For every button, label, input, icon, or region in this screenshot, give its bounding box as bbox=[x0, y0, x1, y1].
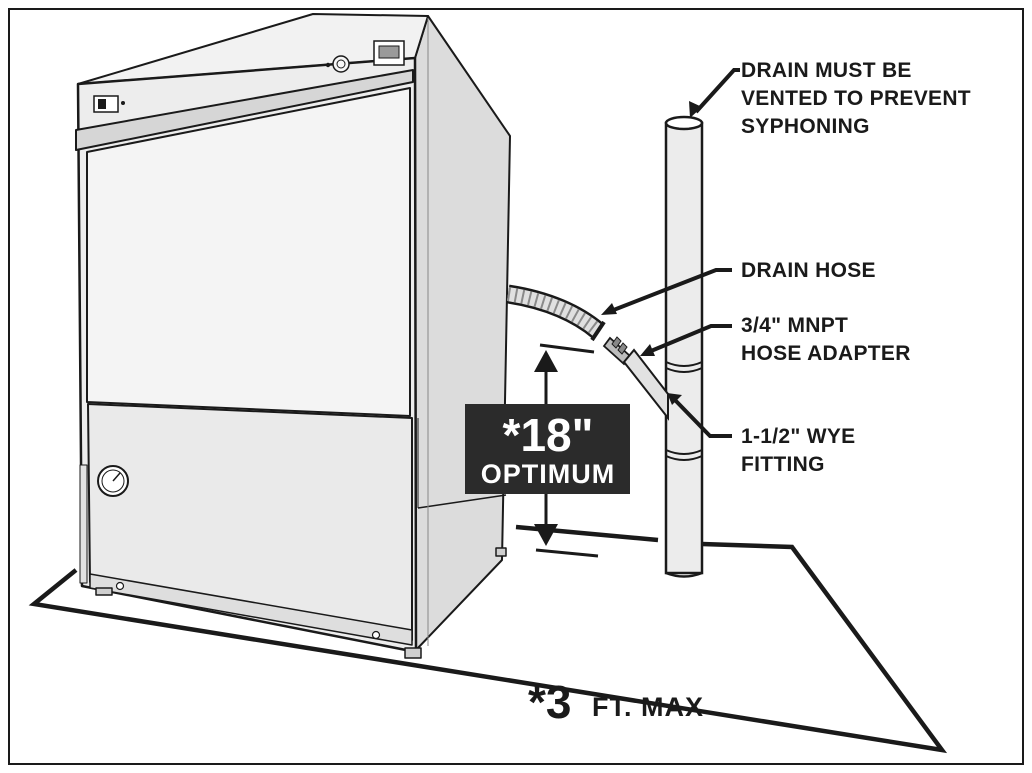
height-value: *18" bbox=[503, 409, 594, 461]
distance-unit: FT. MAX bbox=[592, 692, 704, 722]
temperature-gauge-icon bbox=[97, 465, 129, 497]
wye-label-line1: 1-1/2" WYE bbox=[741, 425, 856, 448]
callout-leaders bbox=[610, 68, 740, 438]
vent-label-line1: DRAIN MUST BE bbox=[741, 59, 912, 82]
power-switch-icon bbox=[93, 95, 125, 113]
dishwasher bbox=[75, 13, 511, 659]
start-button-icon bbox=[325, 55, 350, 73]
height-note: OPTIMUM bbox=[481, 459, 616, 489]
height-label-box bbox=[465, 404, 630, 494]
drain-hose bbox=[506, 284, 606, 342]
distance-value: *3 bbox=[528, 676, 571, 728]
wye-label-line2: FITTING bbox=[741, 453, 825, 476]
display-panel-icon bbox=[373, 40, 405, 66]
screw-icon bbox=[371, 630, 381, 640]
screw-icon bbox=[115, 581, 125, 591]
drain-hose-label: DRAIN HOSE bbox=[741, 259, 876, 282]
hose-adapter bbox=[602, 336, 632, 366]
vent-label-line2: VENTED TO PREVENT bbox=[741, 87, 971, 110]
vent-pipe bbox=[664, 115, 704, 578]
adapter-label-line2: HOSE ADAPTER bbox=[741, 342, 911, 365]
leader-arrowheads bbox=[601, 101, 702, 405]
adapter-label-line1: 3/4" MNPT bbox=[741, 314, 848, 337]
vent-label-line3: SYPHONING bbox=[741, 115, 870, 138]
